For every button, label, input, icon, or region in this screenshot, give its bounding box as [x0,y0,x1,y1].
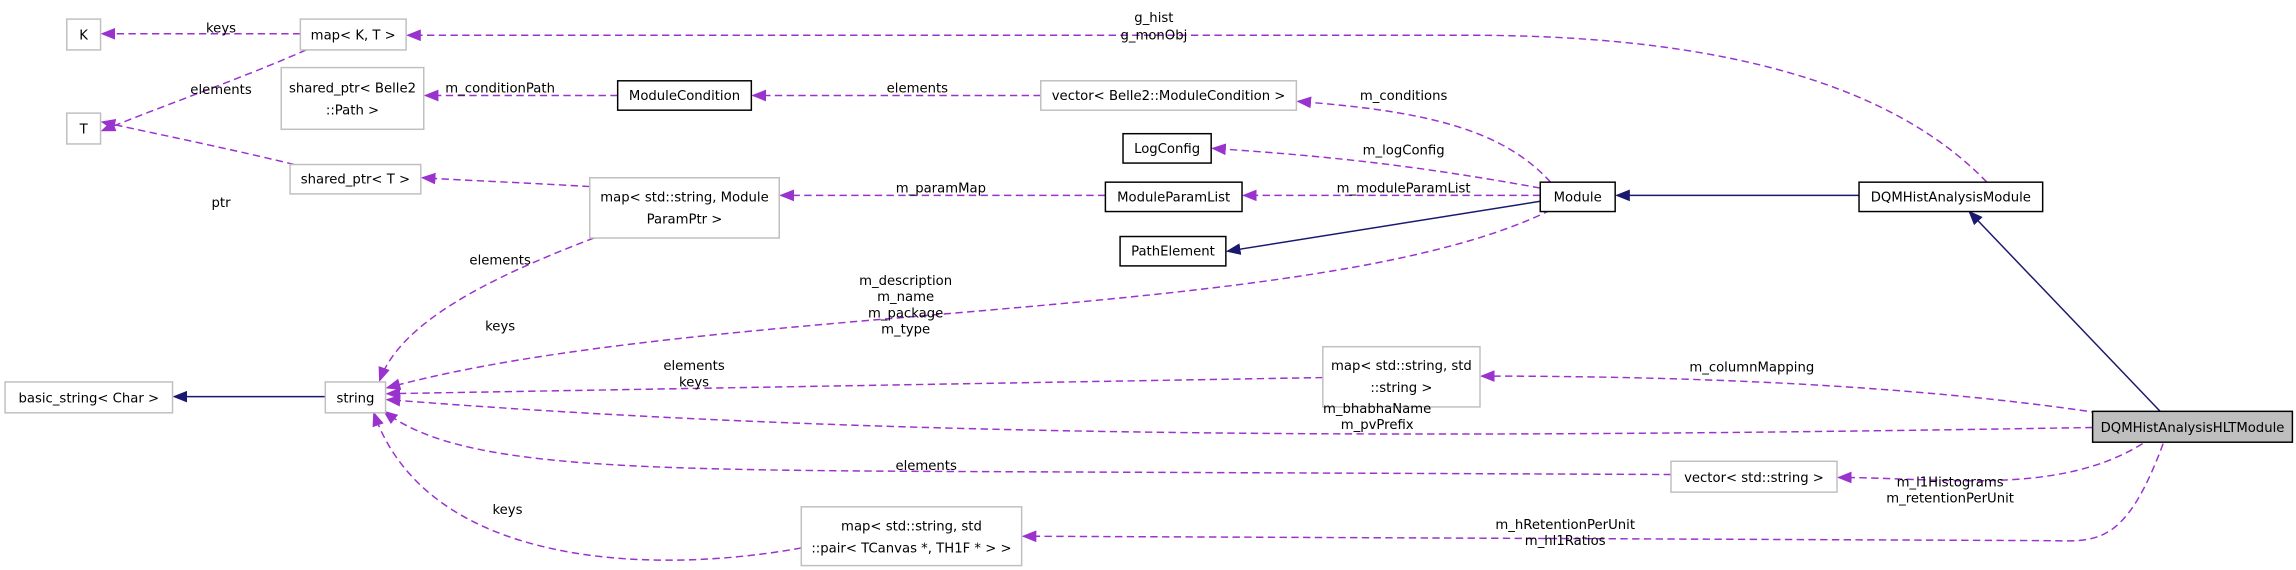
svg-text:map< std::string, std: map< std::string, std [841,519,982,534]
node-vector-string[interactable]: vector< std::string > [1670,460,1838,493]
svg-text:map< std::string, Module: map< std::string, Module [600,190,768,205]
svg-text:::string >: ::string > [1370,381,1432,396]
node-map-string-string[interactable]: map< std::string, std::string > [1322,345,1481,408]
edge-module-to-string [385,209,1551,391]
edge-hlt-to-vector-string [1836,443,2143,484]
label-m-logconfig: m_logConfig [1363,143,1445,158]
label-keys: keys [492,503,522,518]
svg-text:shared_ptr< T >: shared_ptr< T > [301,173,410,188]
label-m-conditionpath: m_conditionPath [445,82,555,97]
label-keys: keys [206,21,236,36]
label-elements: elements [469,253,531,268]
label-m-type: m_type [881,322,930,337]
label-g-hist: g_hist [1134,11,1173,26]
svg-text:vector< Belle2::ModuleConditio: vector< Belle2::ModuleCondition > [1052,89,1286,104]
node-shared-ptr-t[interactable]: shared_ptr< T > [289,163,422,195]
label-elements: elements [887,82,949,97]
svg-text:string: string [336,392,374,407]
label-m-columnmapping: m_columnMapping [1689,361,1814,376]
svg-text:DQMHistAnalysisHLTModule: DQMHistAnalysisHLTModule [2101,421,2285,436]
label-m-moduleparamlist: m_moduleParamList [1337,181,1471,196]
node-basic-string[interactable]: basic_string< Char > [4,381,174,414]
edge-hlt-inherits-dqm [1968,210,2161,412]
svg-text:T: T [79,123,89,138]
label-m-package: m_package [868,306,943,321]
edge-shared-t-to-t [100,119,295,166]
edge-map-k-t-to-t [100,49,307,132]
label-m-parammap: m_paramMap [896,181,986,196]
label-m-pvprefix: m_pvPrefix [1341,418,1414,433]
node-map-string-pair[interactable]: map< std::string, std::pair< TCanvas *, … [800,506,1023,567]
svg-text:Module: Module [1554,190,1602,205]
svg-text:vector< std::string >: vector< std::string > [1684,471,1824,486]
node-module[interactable]: Module [1539,181,1616,213]
node-shared-ptr-path[interactable]: shared_ptr< Belle2::Path > [280,66,425,131]
node-module-condition[interactable]: ModuleCondition [616,80,753,111]
label-g-monobj: g_monObj [1120,29,1187,44]
node-dqm-hist-analysis-module[interactable]: DQMHistAnalysisModule [1858,181,2044,213]
svg-text:K: K [79,29,88,44]
label-m-hl1ratios: m_hl1Ratios [1525,534,1606,549]
svg-text:map< std::string, std: map< std::string, std [1331,359,1472,374]
label-m-description: m_description [859,274,952,289]
edge-hlt-to-map-string-pair [1021,443,2164,543]
label-keys: keys [679,375,709,390]
node-map-k-t[interactable]: map< K, T > [299,18,407,51]
edge-map-to-shared-t [420,172,590,188]
edge-hlt-to-map-string-string [1480,370,2099,414]
edge-labels: keys elements ptr g_hist g_monObj m_cond… [190,11,2014,549]
node-string[interactable]: string [324,381,387,414]
edge-dqm-module-to-map-k-t [406,29,1988,183]
svg-text:LogConfig: LogConfig [1134,142,1200,157]
label-elements: elements [663,359,725,374]
svg-text:PathElement: PathElement [1131,245,1215,260]
label-m-retentionperunit: m_retentionPerUnit [1886,491,2014,506]
edge-hlt-to-string [385,394,2093,435]
label-m-hretentionperunit: m_hRetentionPerUnit [1495,518,1635,533]
node-vector-module-condition[interactable]: vector< Belle2::ModuleCondition > [1040,80,1298,111]
svg-text:map< K, T >: map< K, T > [311,29,396,44]
edge-vector-string-to-string [382,410,1671,476]
edge-module-to-vector-condition [1296,96,1552,183]
node-k[interactable]: K [66,18,102,51]
node-dqm-hist-analysis-hlt-module[interactable]: DQMHistAnalysisHLTModule [2091,410,2294,443]
edge-map-string-string-to-string [385,376,1323,400]
label-elements: elements [895,459,957,474]
label-m-l1histograms: m_l1Histograms [1897,475,2004,490]
edge-module-to-logconfig [1211,143,1541,189]
svg-text:DQMHistAnalysisModule: DQMHistAnalysisModule [1871,190,2031,205]
edges [100,27,2164,561]
edge-map-string-pair-to-string [372,411,802,561]
svg-text:ParamPtr >: ParamPtr > [647,212,723,227]
edge-map-to-string [378,237,595,382]
node-log-config[interactable]: LogConfig [1122,132,1212,164]
node-t[interactable]: T [66,112,102,145]
label-keys: keys [485,320,515,335]
node-module-param-list[interactable]: ModuleParamList [1104,181,1243,213]
label-m-conditions: m_conditions [1360,89,1448,104]
svg-text:basic_string< Char >: basic_string< Char > [19,392,160,407]
svg-text:ModuleCondition: ModuleCondition [629,89,740,104]
node-path-element[interactable]: PathElement [1119,235,1227,267]
label-ptr: ptr [212,196,232,211]
edge-module-inherits-pathelement [1225,200,1541,255]
svg-text:ModuleParamList: ModuleParamList [1117,190,1230,205]
svg-text:::Path >: ::Path > [326,104,379,119]
svg-text:::pair< TCanvas *, TH1F * > >: ::pair< TCanvas *, TH1F * > > [811,541,1011,556]
label-m-name: m_name [877,290,934,305]
svg-text:shared_ptr< Belle2: shared_ptr< Belle2 [289,82,416,97]
label-m-bhabhaname: m_bhabhaName [1323,402,1431,417]
label-elements: elements [190,83,252,98]
